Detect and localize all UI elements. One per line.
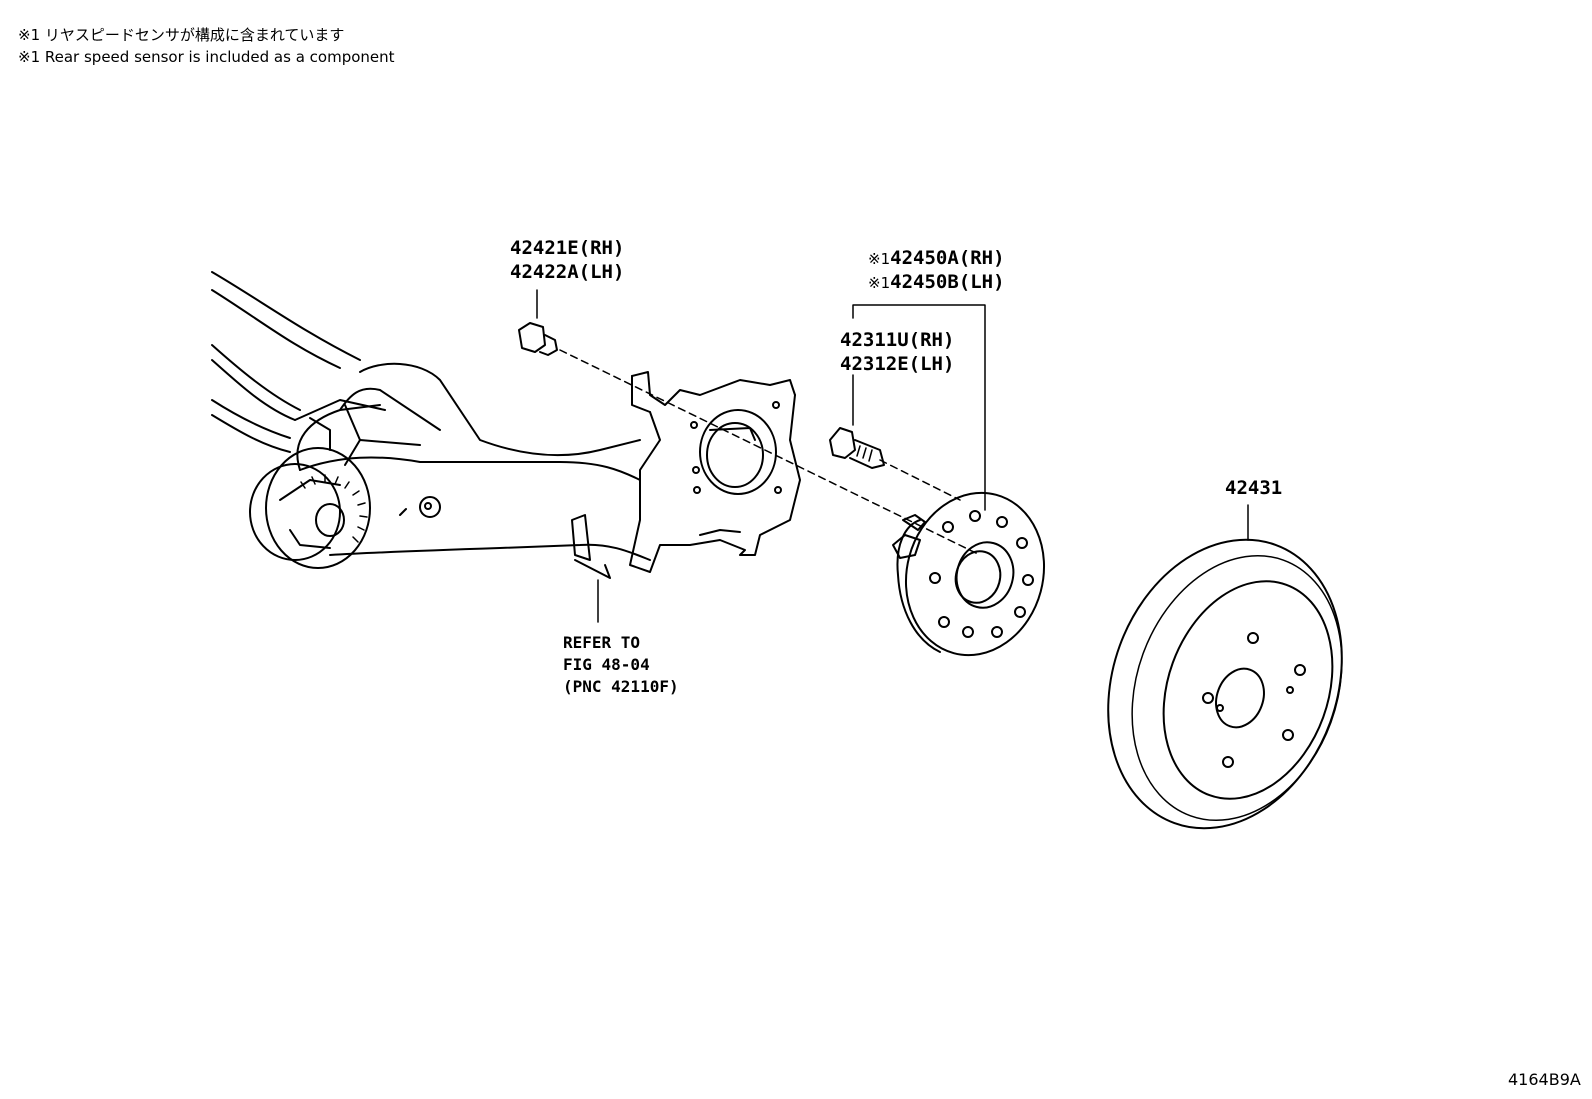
knuckle-bolt	[518, 289, 558, 356]
reference-line-1: REFER TO	[563, 633, 641, 652]
label-hub-lh: ※142450B(LH)	[868, 271, 1005, 293]
label-stud-rh: 42311U(RH)	[840, 329, 955, 351]
hub-lh-note-mark: ※1	[868, 274, 891, 292]
hub-bearing-assembly	[852, 304, 1046, 657]
label-bolt-lh: 42422A(LH)	[510, 261, 625, 283]
label-stud-lh: 42312E(LH)	[840, 353, 955, 375]
note-japanese: ※1 リヤスピードセンサが構成に含まれています	[18, 26, 345, 44]
hub-stud	[829, 374, 885, 469]
reference-line-2: FIG 48-04	[563, 655, 650, 674]
diagram-code: 4164B9A	[1508, 1070, 1581, 1089]
knuckle-bracket	[629, 371, 801, 573]
label-bolt-rh: 42421E(RH)	[510, 237, 625, 259]
reference-line-3: (PNC 42110F)	[563, 677, 679, 696]
label-hub-rh: ※142450A(RH)	[868, 247, 1005, 269]
trailing-arm	[249, 362, 651, 623]
assembly-lines	[559, 349, 981, 556]
note-english: ※1 Rear speed sensor is included as a co…	[18, 48, 395, 66]
axle-beam	[211, 271, 361, 453]
hub-rh-note-mark: ※1	[868, 250, 891, 268]
brake-disc	[1107, 504, 1343, 830]
label-disc: 42431	[1225, 477, 1283, 499]
